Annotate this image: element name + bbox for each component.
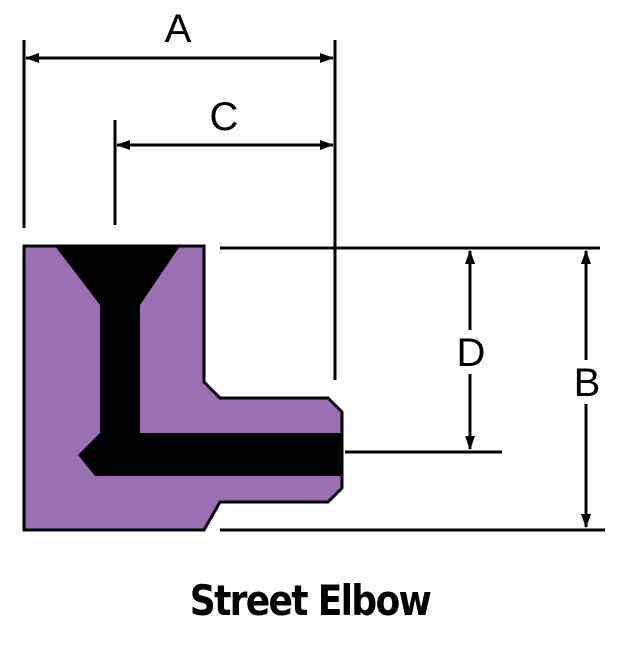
fitting-body (22, 244, 344, 532)
extension-lines (22, 40, 605, 532)
label-d-background (452, 330, 490, 374)
dimension-label-c: C (210, 95, 239, 139)
dimension-label-b: B (574, 361, 601, 405)
label-b-background (568, 360, 606, 404)
dimension-label-d: D (457, 331, 486, 375)
fitting-bore (55, 246, 342, 476)
diagram-caption: Street Elbow (189, 576, 432, 625)
dimension-label-a: A (165, 7, 192, 51)
